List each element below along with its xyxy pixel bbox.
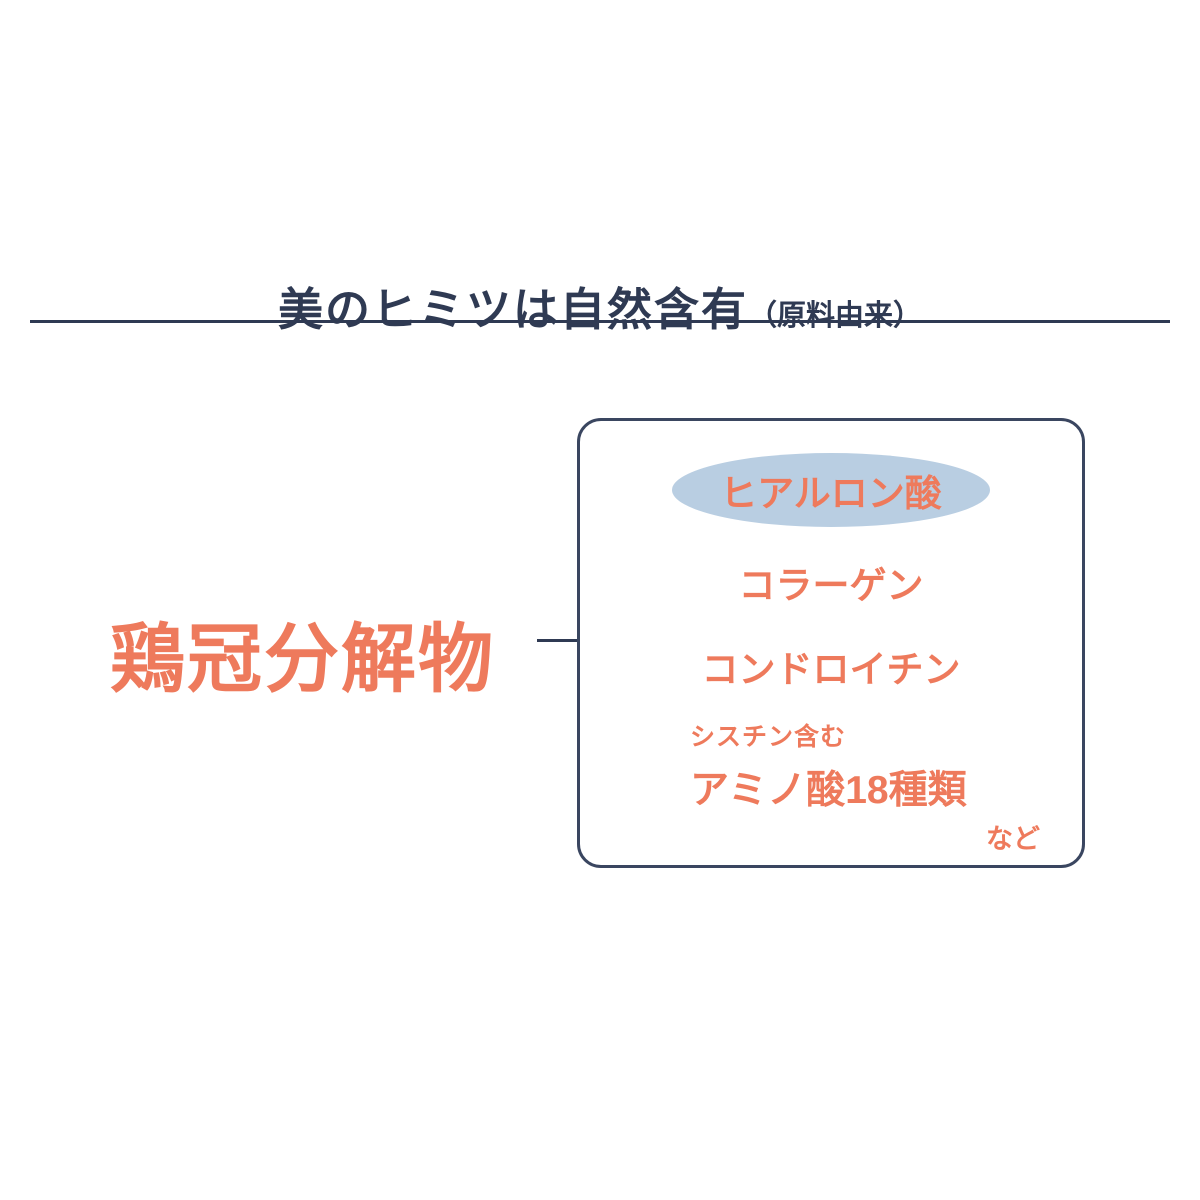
ingredients-box-inner: ヒアルロン酸 コラーゲン コンドロイチン シスチン含む アミノ酸18種類 など bbox=[580, 421, 1082, 865]
page-title-lead: 美のヒミツは bbox=[277, 284, 560, 336]
page-title-note: （原料由来） bbox=[748, 300, 923, 333]
amino-acids-sub-label: シスチン含む bbox=[690, 723, 847, 751]
page-title: 美のヒミツは自然含有（原料由来） bbox=[0, 273, 1200, 338]
ingredient-amino-acids: アミノ酸18種類 bbox=[690, 769, 967, 812]
ingredient-hyaluronic-acid: ヒアルロン酸 bbox=[720, 473, 942, 514]
ingredient-amino-acids-group: シスチン含む アミノ酸18種類 bbox=[690, 717, 967, 815]
title-divider bbox=[30, 320, 1170, 323]
connector-line bbox=[537, 639, 581, 642]
page-title-strong: 自然含有 bbox=[559, 284, 748, 336]
ingredients-box: ヒアルロン酸 コラーゲン コンドロイチン シスチン含む アミノ酸18種類 など bbox=[577, 418, 1085, 868]
source-label: 鶏冠分解物 bbox=[109, 617, 495, 701]
ingredient-chondroitin: コンドロイチン bbox=[701, 649, 961, 690]
hyaluronic-acid-highlight: ヒアルロン酸 bbox=[672, 453, 990, 527]
ingredient-collagen: コラーゲン bbox=[738, 565, 924, 606]
etc-label: など bbox=[986, 824, 1040, 854]
